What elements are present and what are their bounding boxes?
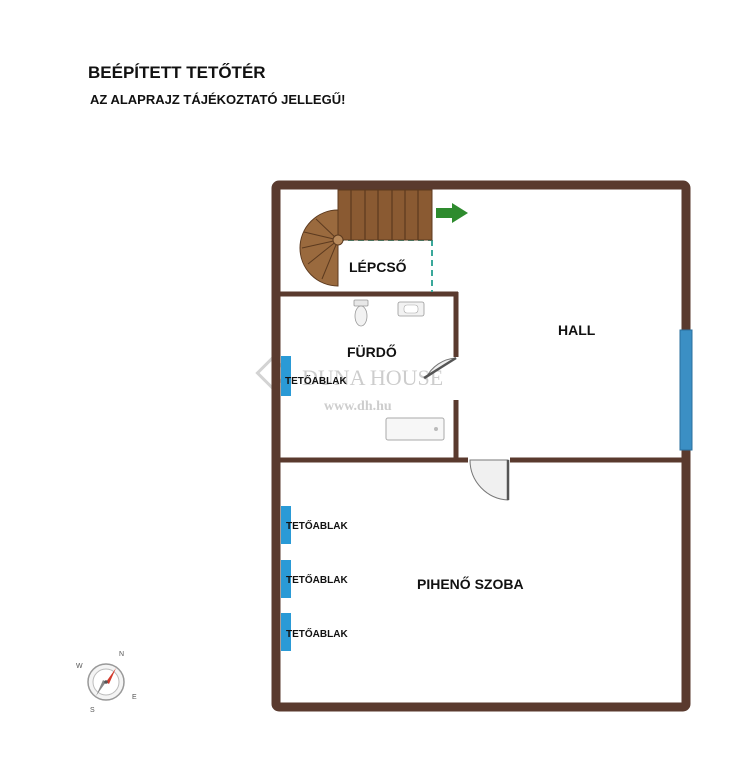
plan-disclaimer: AZ ALAPRAJZ TÁJÉKOZTATÓ JELLEGŰ! xyxy=(90,92,346,107)
sink-icon xyxy=(397,301,425,317)
inner-walls xyxy=(278,291,684,463)
window-label-rest-1: TETŐABLAK xyxy=(286,519,348,532)
watermark-brand: DUNA HOUSE xyxy=(302,365,443,390)
compass-letter-n: N xyxy=(119,651,124,658)
stair-direction-arrow-icon xyxy=(436,203,468,223)
room-label-hall: HALL xyxy=(558,322,596,338)
compass-icon: N E S W xyxy=(76,651,137,714)
compass-letter-e: E xyxy=(132,694,137,701)
rest-roof-window-1 xyxy=(281,506,291,544)
window-label-rest-2: TETŐABLAK xyxy=(286,573,348,586)
plan-title: BEÉPÍTETT TETŐTÉR xyxy=(88,63,266,82)
compass-letter-w: W xyxy=(76,663,83,670)
rest-room-door-icon xyxy=(469,459,510,501)
watermark-url: www.dh.hu xyxy=(324,399,392,414)
watermark: DUNA HOUSE www.dh.hu xyxy=(255,355,443,414)
toilet-icon xyxy=(353,299,369,327)
compass-letter-s: S xyxy=(90,707,95,714)
room-label-bathroom: FÜRDŐ xyxy=(347,343,397,360)
window-label-rest-3: TETŐABLAK xyxy=(286,627,348,640)
rest-roof-window-2 xyxy=(281,560,291,598)
bathroom-door-icon xyxy=(423,356,457,380)
rest-roof-window-3 xyxy=(281,613,291,651)
bathtub-icon xyxy=(385,417,445,441)
hall-window xyxy=(679,329,693,451)
staircase-icon xyxy=(299,189,433,287)
room-label-rest-room: PIHENŐ SZOBA xyxy=(417,575,524,592)
window-label-bathroom: TETŐABLAK xyxy=(285,374,347,387)
bathroom-roof-window xyxy=(281,356,291,396)
room-label-stairs: LÉPCSŐ xyxy=(349,258,407,275)
watermark-logo-icon xyxy=(255,355,291,391)
